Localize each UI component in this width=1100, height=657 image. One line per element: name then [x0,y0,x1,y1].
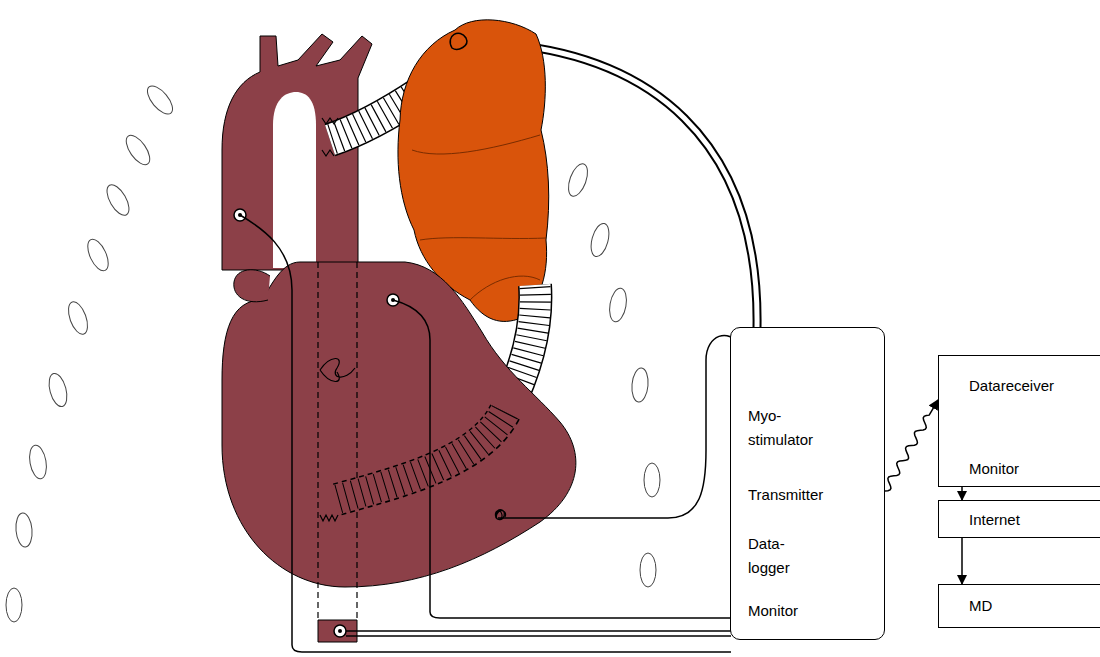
hidden-aorta [318,262,357,622]
rib [15,512,34,547]
flap-electrode [450,33,467,49]
suture [322,118,338,156]
device-label: Datareceiver [969,374,1054,398]
rib [607,287,629,323]
pacing-coil [495,510,505,520]
sensor-wires [240,215,738,652]
device-label: Data- logger [748,532,808,580]
ligature [320,358,355,381]
rib [84,236,113,274]
station-box: Internet [938,500,1100,538]
rib [631,367,650,402]
rib [103,181,134,218]
device-label: Myo- stimulator [748,404,828,452]
rib [46,372,70,409]
station-box: MD [938,584,1100,628]
graft-tube-hidden [335,412,505,500]
implant-device: Myo- stimulatorTransmitterData- loggerMo… [730,327,885,640]
rib [65,299,92,336]
suture [320,515,338,521]
device-label: Internet [969,508,1020,532]
data-flow-arrow [961,538,963,584]
rib [588,222,612,259]
rib [640,553,656,587]
device-label: MD [969,594,992,618]
atrial-appendage [234,270,270,302]
sensor-electrodes [234,209,399,637]
graft-tube-hidden [335,412,505,500]
graft-ribs [335,412,505,500]
rib [143,82,177,118]
station-box: DatareceiverMonitor [938,355,1100,487]
aorta [222,34,372,270]
device-label: Transmitter [748,483,823,507]
device-label: Monitor [969,457,1019,481]
rib [565,161,592,198]
rib [644,463,660,497]
rib [122,131,155,168]
data-flow-arrow [961,487,963,500]
device-label: Monitor [748,599,798,623]
aortic-arch-gap [273,92,316,268]
heart [222,262,576,587]
radio-link [885,400,938,491]
rib [6,588,22,622]
rib [27,444,49,480]
